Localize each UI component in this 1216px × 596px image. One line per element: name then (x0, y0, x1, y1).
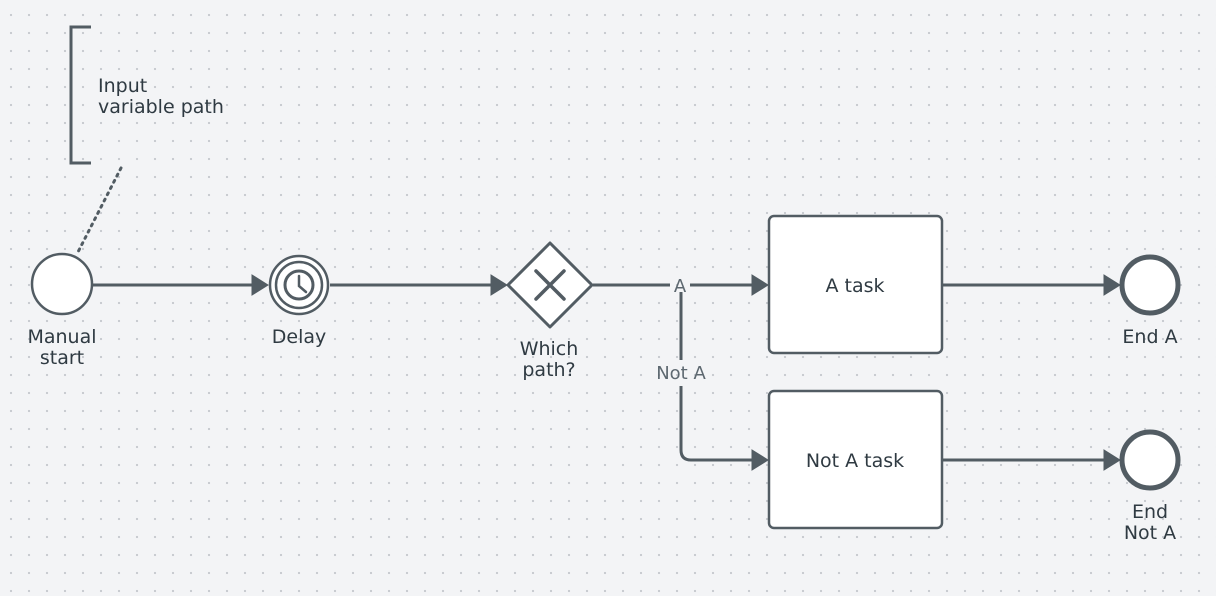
task-a[interactable]: A task (767, 214, 944, 355)
end-a-label: End A (1122, 326, 1177, 348)
start-event-manual-start[interactable]: Manual start (27, 252, 97, 369)
start-event-label-line1: Manual (27, 326, 96, 348)
task-a-label: A task (825, 275, 884, 297)
flow-not-a-task-to-end-not-a[interactable] (943, 449, 1121, 471)
timer-event-delay[interactable]: Delay (268, 254, 330, 348)
annotation-text-line1: Input (98, 75, 147, 97)
arrowhead (1103, 274, 1121, 296)
clock-icon (283, 269, 315, 301)
arrowhead (1103, 449, 1121, 471)
text-annotation[interactable]: Input variable path (69, 25, 224, 165)
flow-label-a: A (674, 276, 687, 297)
end-event-end-not-a[interactable]: End Not A (1119, 429, 1181, 544)
flow-delay-to-gateway[interactable] (330, 274, 508, 296)
end-not-a-label-line1: End (1132, 501, 1168, 523)
annotation-text-line2: variable path (98, 96, 224, 118)
flow-gateway-to-not-a-task[interactable]: Not A (656, 292, 769, 471)
end-not-a-label-line2: Not A (1124, 522, 1176, 544)
arrowhead (751, 274, 769, 296)
start-event-label-line2: start (40, 347, 84, 369)
arrowhead (251, 274, 269, 296)
annotation-bracket (69, 25, 91, 165)
gateway-label-line2: path? (522, 359, 575, 381)
flow-a-task-to-end-a[interactable] (943, 274, 1121, 296)
x-icon (534, 269, 566, 301)
flow-label-not-a: Not A (656, 363, 706, 384)
gateway-label-line1: Which (520, 338, 579, 360)
timer-event-label: Delay (272, 326, 327, 348)
arrowhead (751, 449, 769, 471)
flow-start-to-delay[interactable] (93, 274, 269, 296)
task-not-a-label: Not A task (806, 450, 904, 472)
task-not-a[interactable]: Not A task (767, 389, 944, 530)
arrowhead (490, 274, 508, 296)
flow-gateway-to-a-task[interactable]: A (593, 274, 769, 297)
end-event-end-a[interactable]: End A (1119, 254, 1181, 348)
exclusive-gateway-which-path[interactable]: Which path? (506, 241, 594, 381)
annotation-association[interactable] (76, 166, 123, 254)
